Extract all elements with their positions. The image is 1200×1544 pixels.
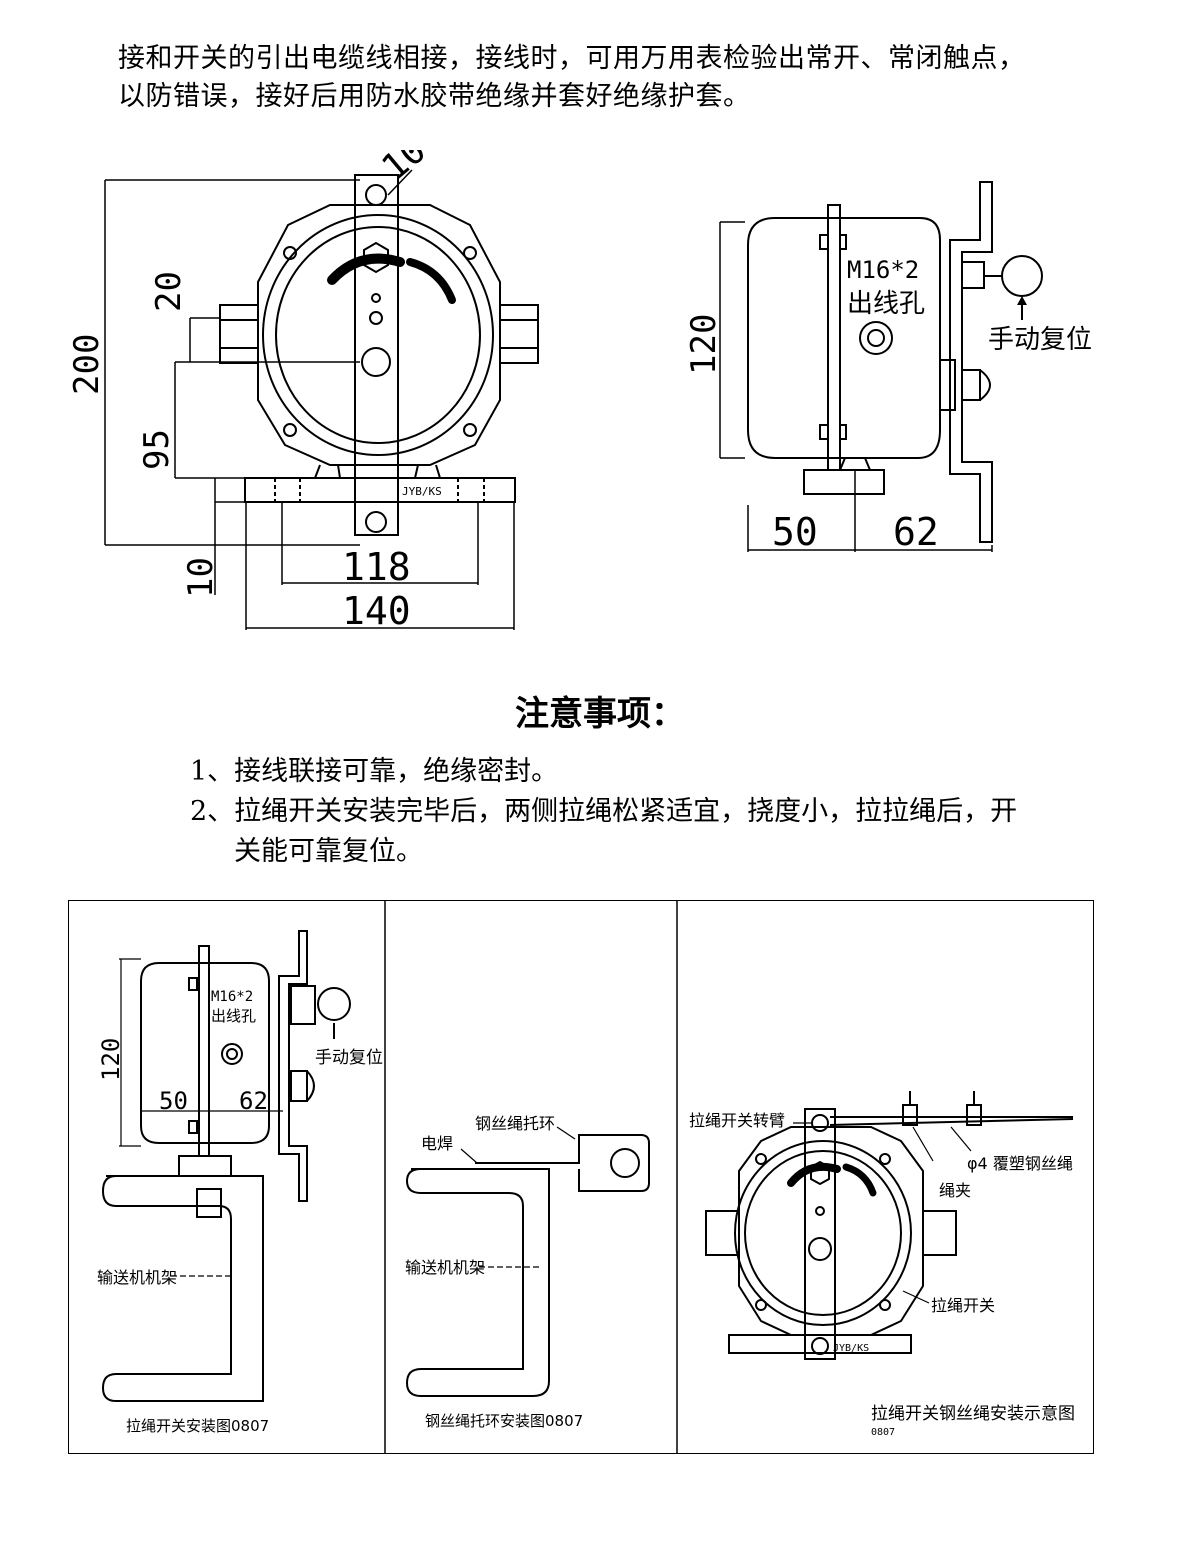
- intro-paragraph: 接和开关的引出电缆线相接，接线时，可用万用表检验出常开、常闭触点， 以防错误，接…: [118, 40, 1118, 116]
- p1-dim-62: 62: [239, 1087, 268, 1115]
- p3-arm-label: 拉绳开关转臂: [689, 1111, 785, 1130]
- hole-label: 10*2: [374, 150, 467, 189]
- intro-line-2: 以防错误，接好后用防水胶带绝缘并套好绝缘护套。: [118, 81, 751, 112]
- p1-frame-label: 输送机机架: [97, 1268, 177, 1287]
- p3-rope-label: φ4 覆塑钢丝绳: [967, 1154, 1073, 1173]
- p3-code: 0807: [871, 1427, 895, 1438]
- dim-140: 140: [342, 589, 411, 633]
- p3-clamp-label: 绳夹: [939, 1181, 971, 1200]
- dim-118: 118: [342, 545, 411, 589]
- plate-mark: JYB/KS: [402, 485, 442, 498]
- p1-cable-hole: M16*2: [211, 989, 253, 1005]
- dim-50: 50: [772, 510, 818, 554]
- dim-200: 200: [67, 334, 107, 395]
- notes-title: 注意事项：: [515, 694, 685, 734]
- cable-hole-cn-label: 出线孔: [847, 289, 925, 319]
- dim-95: 95: [137, 429, 177, 470]
- note-item-1: 1、接线联接可靠，绝缘密封。: [190, 756, 559, 787]
- intro-line-1: 接和开关的引出电缆线相接，接线时，可用万用表检验出常开、常闭触点，: [118, 43, 1026, 74]
- p1-caption: 拉绳开关安装图0807: [126, 1417, 269, 1435]
- p3-plate-mark: JYB/KS: [833, 1343, 869, 1354]
- p2-ring-label: 钢丝绳托环: [475, 1114, 555, 1133]
- front-view: 10*2 200 20 95 10 118 140 JYB/KS: [67, 150, 539, 633]
- p1-dim-50: 50: [159, 1087, 188, 1115]
- p1-dim-120: 120: [97, 1038, 125, 1081]
- p2-weld-label: 电焊: [421, 1134, 453, 1153]
- note-item-2: 2、拉绳开关安装完毕后，两侧拉绳松紧适宜，挠度小，拉拉绳后，开: [190, 796, 1018, 827]
- dimension-drawings: 10*2 200 20 95 10 118 140 JYB/KS: [67, 150, 1092, 633]
- notes-list: 1、接线联接可靠，绝缘密封。 2、拉绳开关安装完毕后，两侧拉绳松紧适宜，挠度小，…: [190, 752, 1110, 872]
- p1-cable-hole-cn: 出线孔: [211, 1007, 256, 1025]
- manual-reset-label: 手动复位: [988, 325, 1092, 355]
- note-item-2-cont: 关能可靠复位。: [234, 836, 423, 867]
- panel-switch-installation: M16*2 出线孔 手动复位 120 50 62 输送机机架 拉绳开关安装图08…: [97, 930, 383, 1435]
- p2-frame-label: 输送机机架: [405, 1258, 485, 1277]
- dim-120: 120: [684, 314, 724, 375]
- panel-ring-installation: 电焊 钢丝绳托环 输送机机架 钢丝绳托环安装图0807: [405, 1114, 650, 1430]
- dim-62: 62: [893, 510, 939, 554]
- p2-caption: 钢丝绳托环安装图0807: [425, 1412, 583, 1430]
- dim-20: 20: [149, 271, 189, 312]
- p1-manual-reset: 手动复位: [315, 1048, 383, 1068]
- p3-switch-label: 拉绳开关: [931, 1296, 995, 1315]
- dim-10: 10: [181, 557, 221, 598]
- p3-caption: 拉绳开关钢丝绳安装示意图: [871, 1404, 1075, 1424]
- installation-panels: M16*2 出线孔 手动复位 120 50 62 输送机机架 拉绳开关安装图08…: [68, 900, 1094, 1454]
- side-view: M16*2 出线孔 手动复位 120 50 62: [684, 181, 1092, 554]
- panel-rope-installation: 拉绳开关转臂 φ4 覆塑钢丝绳 绳夹 拉绳开关 JYB/KS 拉绳开关钢丝绳安装…: [689, 1091, 1075, 1438]
- cable-hole-label: M16*2: [847, 256, 919, 284]
